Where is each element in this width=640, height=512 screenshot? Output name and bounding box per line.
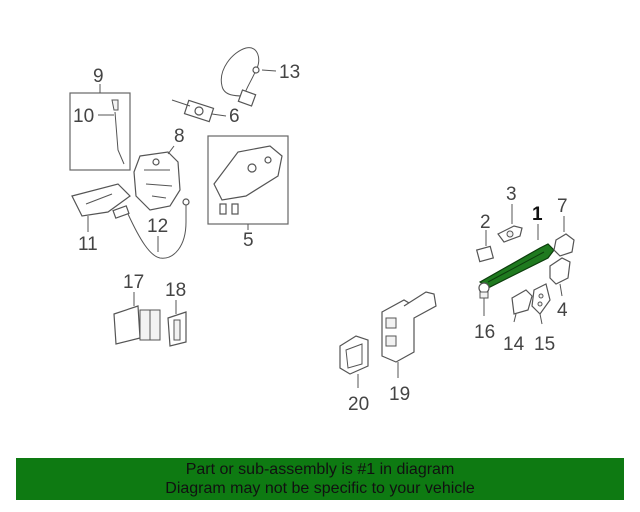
part-9-box	[69, 92, 131, 171]
part-7-cap	[553, 233, 575, 257]
part-14-bracket	[511, 289, 533, 315]
callout-6: 6	[229, 106, 240, 127]
callout-8: 8	[174, 126, 185, 147]
callout-14: 14	[503, 334, 525, 355]
callout-9: 9	[93, 66, 104, 87]
part-17-hinge	[113, 305, 161, 345]
callout-4: 4	[557, 300, 568, 321]
part-2-gasket	[475, 245, 495, 263]
part-4-cover	[549, 257, 571, 285]
callout-18: 18	[165, 280, 186, 301]
part-12-cable	[112, 198, 190, 259]
callout-1: 1	[532, 204, 543, 225]
part-5-latch-assembly	[213, 145, 283, 215]
callout-17: 17	[123, 272, 144, 293]
callout-19: 19	[389, 384, 410, 405]
banner-line-1: Part or sub-assembly is #1 in diagram	[185, 461, 455, 478]
part-10-rod	[111, 99, 125, 165]
part-15-plate	[531, 283, 551, 315]
part-6-actuator	[171, 99, 215, 123]
part-19-door-check	[381, 291, 437, 363]
part-8-latch	[133, 151, 181, 211]
callout-12: 12	[147, 216, 168, 237]
part-18-bracket	[167, 311, 187, 347]
info-banner: Part or sub-assembly is #1 in diagram Di…	[16, 458, 624, 500]
callout-13: 13	[279, 62, 300, 83]
callout-20: 20	[348, 394, 369, 415]
part-3-escutcheon	[497, 225, 523, 243]
callout-2: 2	[480, 212, 491, 233]
callout-3: 3	[506, 184, 517, 205]
callout-5: 5	[243, 230, 254, 251]
banner-line-2: Diagram may not be specific to your vehi…	[165, 480, 475, 497]
part-13-cable	[220, 47, 260, 107]
callout-7: 7	[557, 196, 568, 217]
part-11-inside-handle	[71, 183, 131, 217]
part-20-strap	[339, 335, 369, 375]
callout-15: 15	[534, 334, 555, 355]
callout-16: 16	[474, 322, 495, 343]
callout-11: 11	[78, 234, 98, 255]
callout-10: 10	[73, 106, 94, 127]
part-16-clip	[478, 282, 490, 299]
